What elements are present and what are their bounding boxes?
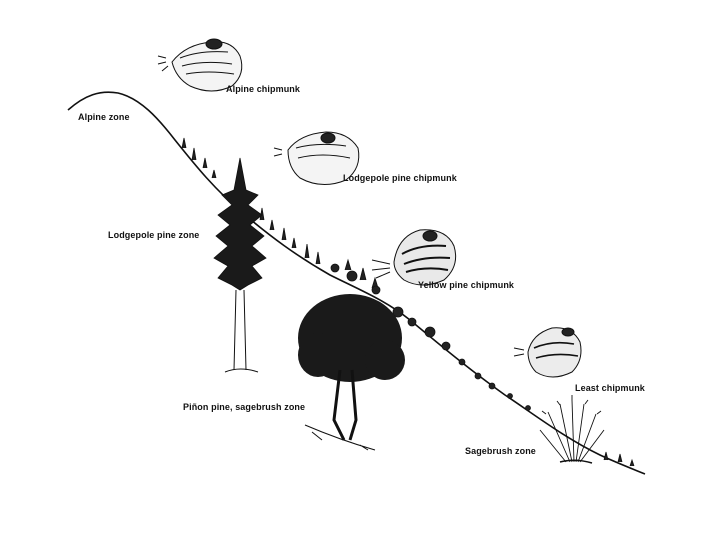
label-least-chipmunk: Least chipmunk — [575, 383, 645, 393]
slope-vegetation — [181, 137, 635, 467]
yellow-pine-chipmunk-drawing — [371, 229, 457, 286]
least-chipmunk-drawing — [513, 327, 582, 378]
mountain-slope — [67, 91, 646, 475]
label-sagebrush-zone: Sagebrush zone — [465, 446, 536, 456]
label-alpine-zone: Alpine zone — [78, 112, 130, 122]
label-lodgepole-zone: Lodgepole pine zone — [108, 230, 200, 240]
label-alpine-chipmunk: Alpine chipmunk — [226, 84, 301, 94]
label-pinon-zone: Piñon pine, sagebrush zone — [183, 402, 306, 412]
lodgepole-chipmunk-drawing — [273, 131, 360, 185]
label-lodgepole-chipmunk: Lodgepole pine chipmunk — [343, 173, 457, 183]
label-yellow-pine-chipmunk: Yellow pine chipmunk — [418, 280, 515, 290]
lodgepole-pine-tree — [213, 157, 267, 373]
pinon-pine-tree — [298, 294, 405, 451]
sagebrush-bush — [539, 395, 605, 464]
alpine-chipmunk-drawing — [157, 38, 243, 92]
